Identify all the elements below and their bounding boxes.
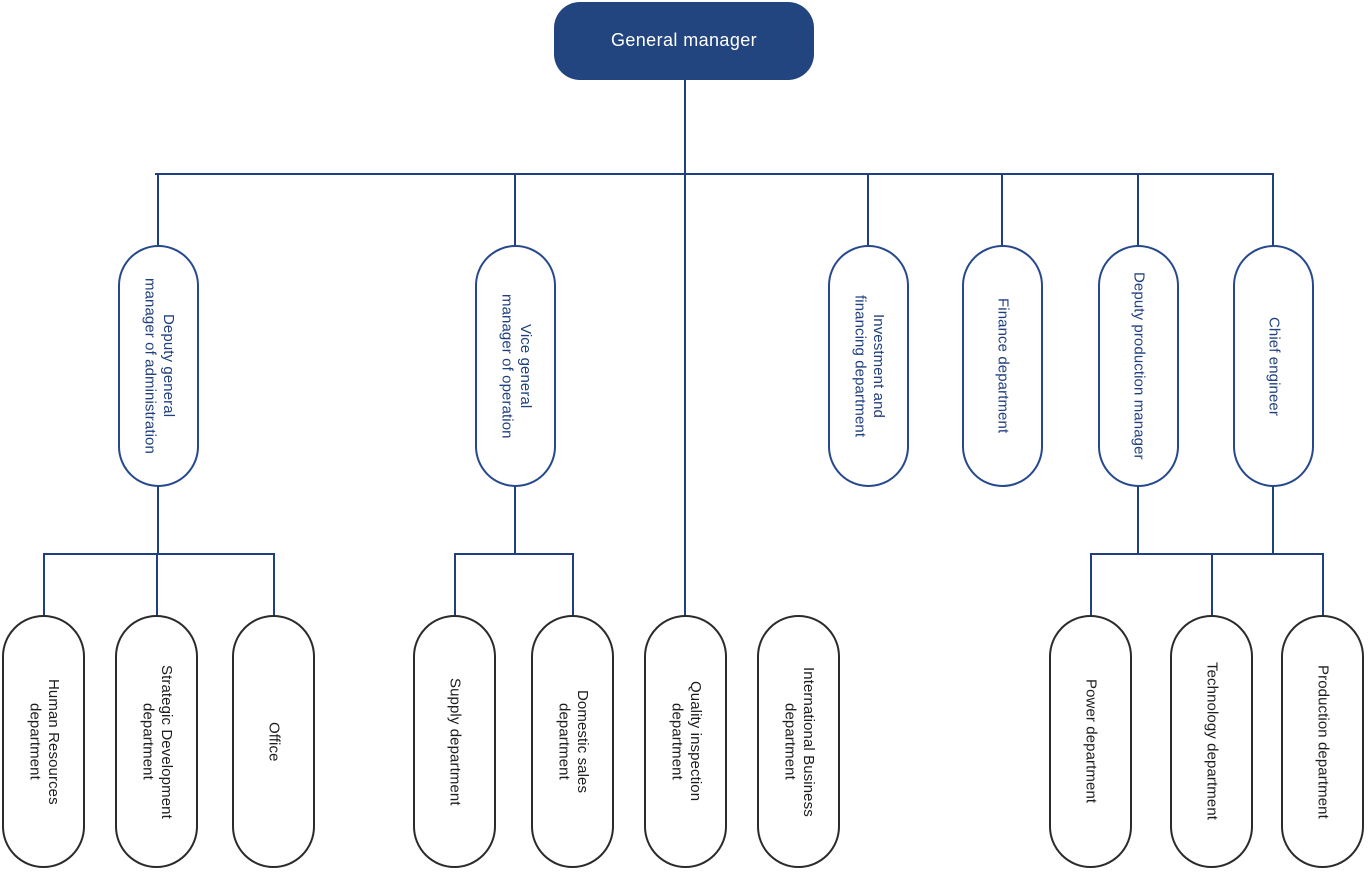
connector-drop-office [273,553,275,616]
connector-drop-quality-inspection-direct [684,173,686,616]
node-quality-inspection-department[interactable]: Quality inspection department [644,615,727,868]
node-deputy-production-manager[interactable]: Deputy production manager [1098,245,1179,487]
connector-drop-technology [1211,553,1213,616]
connector-drop-human-resources [43,553,45,616]
node-general-manager[interactable]: General manager [554,2,814,80]
node-deputy-general-manager-of-administration[interactable]: Deputy general manager of administration [118,245,199,487]
node-strategic-development-department-label: Strategic Development department [139,664,175,819]
connector-bus-administration [43,553,275,555]
node-vice-general-manager-of-operation-label: Vice general manager of operation [498,293,534,439]
connector-root-stem [684,80,686,174]
connector-stem-deputy-admin [157,486,159,554]
node-investment-and-financing-department-label: Investment and financing department [851,294,887,438]
node-deputy-production-manager-label: Deputy production manager [1130,272,1148,460]
node-domestic-sales-department-label: Domestic sales department [555,689,591,794]
node-supply-department-label: Supply department [446,677,464,806]
node-vice-general-manager-of-operation[interactable]: Vice general manager of operation [475,245,556,487]
node-supply-department[interactable]: Supply department [413,615,496,868]
node-international-business-department-label: International Business department [781,666,817,817]
node-domestic-sales-department[interactable]: Domestic sales department [531,615,614,868]
connector-drop-deputy-production [1137,173,1139,246]
connector-main-bus [155,173,1274,175]
node-finance-department-label: Finance department [994,298,1012,434]
node-technology-department-label: Technology department [1203,662,1221,821]
connector-drop-power [1090,553,1092,616]
node-general-manager-label: General manager [610,30,758,51]
node-office[interactable]: Office [232,615,315,868]
connector-drop-domestic-sales [572,553,574,616]
node-chief-engineer-label: Chief engineer [1265,316,1283,416]
node-deputy-general-manager-of-administration-label: Deputy general manager of administration [141,278,177,454]
connector-drop-deputy-admin [157,173,159,246]
connector-drop-finance [1001,173,1003,246]
node-strategic-development-department[interactable]: Strategic Development department [115,615,198,868]
node-quality-inspection-department-label: Quality inspection department [668,681,704,802]
node-international-business-department[interactable]: International Business department [757,615,840,868]
node-finance-department[interactable]: Finance department [962,245,1043,487]
node-investment-and-financing-department[interactable]: Investment and financing department [828,245,909,487]
node-power-department-label: Power department [1082,679,1100,804]
node-human-resources-department-label: Human Resources department [26,678,62,805]
node-technology-department[interactable]: Technology department [1170,615,1253,868]
node-power-department[interactable]: Power department [1049,615,1132,868]
connector-stem-deputy-production [1137,486,1139,554]
connector-drop-production [1322,553,1324,616]
node-office-label: Office [265,721,283,762]
connector-drop-strategic-development [156,553,158,616]
connector-drop-chief-engineer [1272,173,1274,246]
connector-drop-investment [867,173,869,246]
node-production-department[interactable]: Production department [1281,615,1364,868]
connector-drop-supply [454,553,456,616]
connector-drop-vice-operation [514,173,516,246]
connector-stem-chief-engineer [1272,486,1274,554]
connector-bus-operation [454,553,574,555]
node-production-department-label: Production department [1314,664,1332,819]
node-chief-engineer[interactable]: Chief engineer [1233,245,1314,487]
connector-stem-vice-operation [514,486,516,554]
connector-bus-production [1090,553,1324,555]
node-human-resources-department[interactable]: Human Resources department [2,615,85,868]
